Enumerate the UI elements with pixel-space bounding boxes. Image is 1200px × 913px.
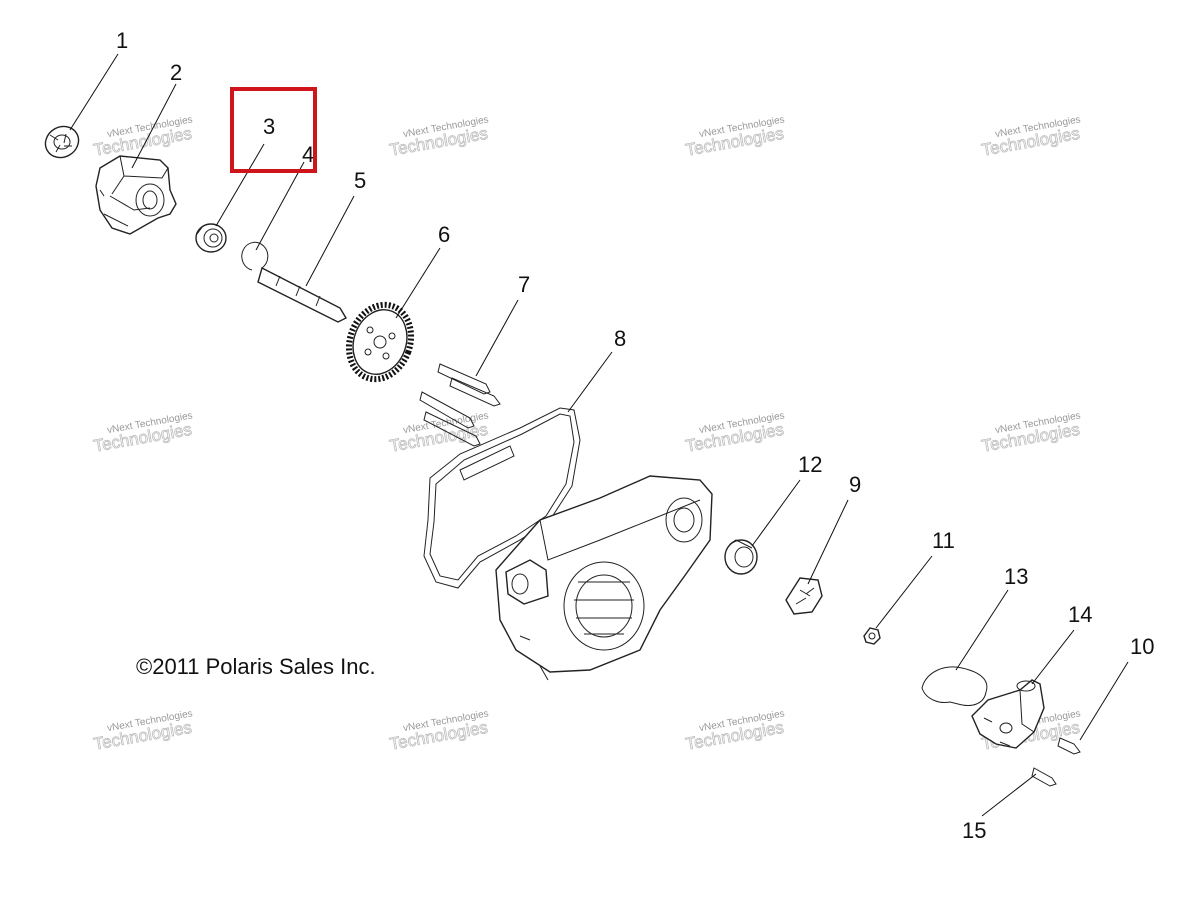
highlight-box xyxy=(230,87,317,173)
callout-14: 14 xyxy=(1068,602,1092,627)
callout-12: 12 xyxy=(798,452,822,477)
part-11-nut xyxy=(863,627,881,645)
callout-labels: 1 2 3 4 5 6 7 8 12 9 11 13 14 10 15 xyxy=(116,28,1154,843)
callout-5: 5 xyxy=(354,168,366,193)
callout-2: 2 xyxy=(170,60,182,85)
part-14-water-pump-cover xyxy=(971,679,1045,749)
part-12-seal xyxy=(724,539,758,575)
part-10-bolt xyxy=(1057,737,1081,755)
part-5-shaft xyxy=(257,266,347,323)
part-9-impeller xyxy=(785,577,823,615)
part-4-snap-ring xyxy=(241,241,269,271)
callout-3: 3 xyxy=(263,114,275,139)
engine-cover xyxy=(495,475,713,681)
callout-4: 4 xyxy=(302,142,314,167)
part-7-bolts xyxy=(419,363,501,447)
part-1-rotor xyxy=(44,125,80,159)
part-15-bolt xyxy=(1031,767,1057,787)
callout-15: 15 xyxy=(962,818,986,843)
part-2-pump-housing xyxy=(95,155,177,235)
part-13-o-ring xyxy=(921,666,988,706)
callout-11: 11 xyxy=(932,528,955,553)
part-6-gear xyxy=(345,301,415,383)
callout-8: 8 xyxy=(614,326,626,351)
callout-1: 1 xyxy=(116,28,128,53)
callout-6: 6 xyxy=(438,222,450,247)
copyright-text: ©2011 Polaris Sales Inc. xyxy=(136,654,376,679)
callout-9: 9 xyxy=(849,472,861,497)
part-3-bearing xyxy=(195,223,227,253)
callout-10: 10 xyxy=(1130,634,1154,659)
leader-lines xyxy=(69,53,1129,817)
callout-7: 7 xyxy=(518,272,530,297)
callout-13: 13 xyxy=(1004,564,1028,589)
